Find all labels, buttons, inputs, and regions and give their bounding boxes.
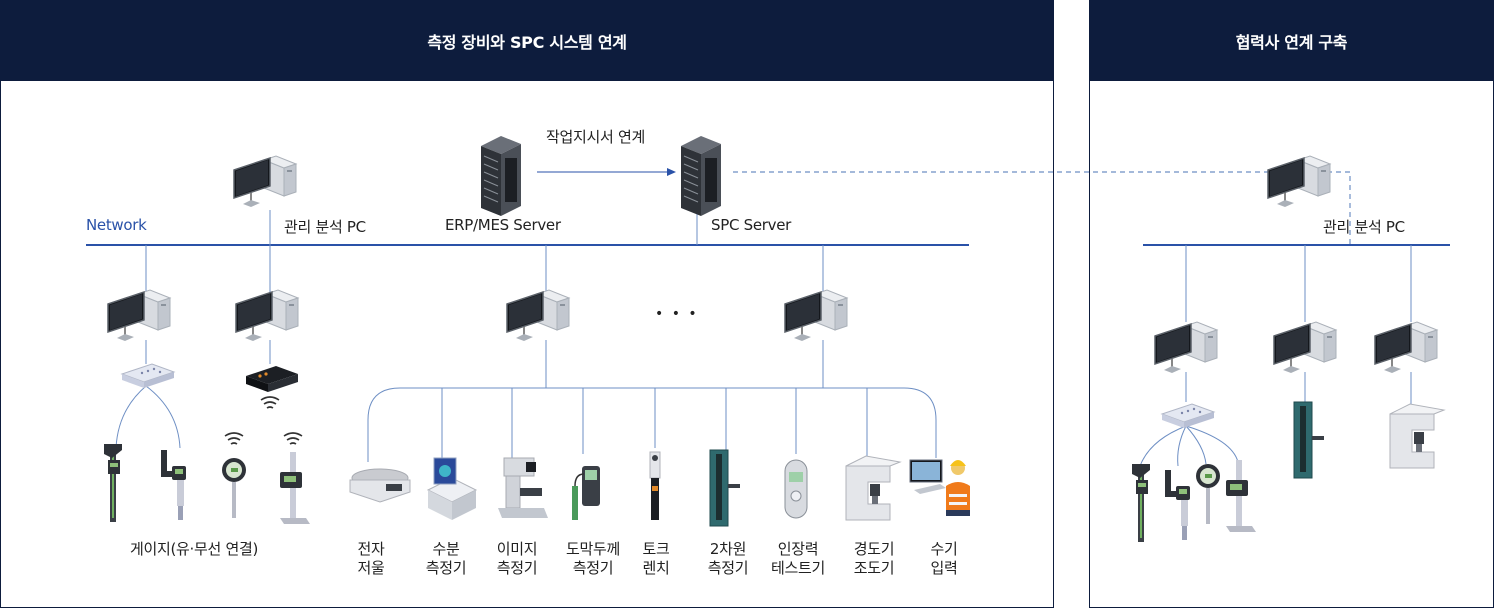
partner-pc-icon-3: [1374, 321, 1438, 374]
wifi-waves-icon-height: [283, 432, 303, 445]
partner-dashed-link: [733, 171, 1351, 245]
partner-dial-icon: [1196, 464, 1220, 524]
gauge-label: 게이지(유·무선 연결): [130, 540, 259, 558]
partner-hardness-icon: [1389, 403, 1445, 469]
manual-input-worker-icon: [909, 459, 971, 517]
torque-wrench-icon: [649, 451, 661, 521]
pc-icon-instruments-1: [506, 289, 570, 342]
partner-router-hub-icon: [1161, 403, 1215, 429]
mgmt-pc-icon-right: [1267, 155, 1331, 208]
hardness-tester-icon: [845, 455, 901, 521]
wifi-waves-icon: [260, 396, 280, 409]
wifi-waves-icon-dial: [224, 432, 244, 445]
partner-height-gauge-icon: [1226, 460, 1256, 532]
moisture-meter-icon: [427, 457, 477, 521]
panel-spc-integration: 측정 장비와 SPC 시스템 연계: [0, 0, 1054, 608]
scale-icon: [349, 468, 411, 503]
caliper-icon: [104, 444, 122, 522]
partner-pc-icon-1: [1154, 321, 1218, 374]
image-meter-icon: [497, 457, 549, 519]
work-order-link-label: 작업지시서 연계: [546, 128, 645, 146]
wireless-receiver-icon: [246, 366, 298, 392]
partner-micrometer-icon: [1168, 470, 1190, 540]
pc-icon-wireless: [235, 289, 299, 342]
erp-server-label: ERP/MES Server: [445, 216, 561, 234]
spc-server-icon: [680, 135, 722, 217]
panel-title-right: 협력사 연계 구축: [1090, 1, 1493, 81]
micrometer-icon: [164, 450, 186, 520]
partner-caliper-icon: [1132, 464, 1150, 542]
ellipsis: • • •: [655, 306, 699, 322]
work-order-arrowhead: [667, 168, 676, 176]
network-label: Network: [86, 216, 147, 234]
pc-icon-instruments-2: [784, 289, 848, 342]
pc-icon-gauge-hub: [107, 289, 171, 342]
link-lines: [115, 210, 1412, 467]
mgmt-pc-icon-left: [233, 155, 297, 208]
dial-indicator-icon: [222, 458, 246, 518]
2d-meter-icon: [709, 449, 741, 527]
coating-meter-icon: [571, 465, 601, 521]
panel-title-left: 측정 장비와 SPC 시스템 연계: [1, 1, 1053, 81]
tensile-tester-icon: [784, 459, 808, 519]
router-hub-icon: [121, 363, 175, 389]
erp-server-icon: [480, 135, 522, 217]
partner-2d-meter-icon: [1293, 401, 1325, 479]
partner-pc-icon-2: [1273, 321, 1337, 374]
spc-server-label: SPC Server: [711, 216, 791, 234]
height-gauge-icon: [280, 452, 310, 524]
mgmt-pc-label-left: 관리 분석 PC: [284, 218, 366, 236]
mgmt-pc-label-right: 관리 분석 PC: [1323, 218, 1405, 236]
